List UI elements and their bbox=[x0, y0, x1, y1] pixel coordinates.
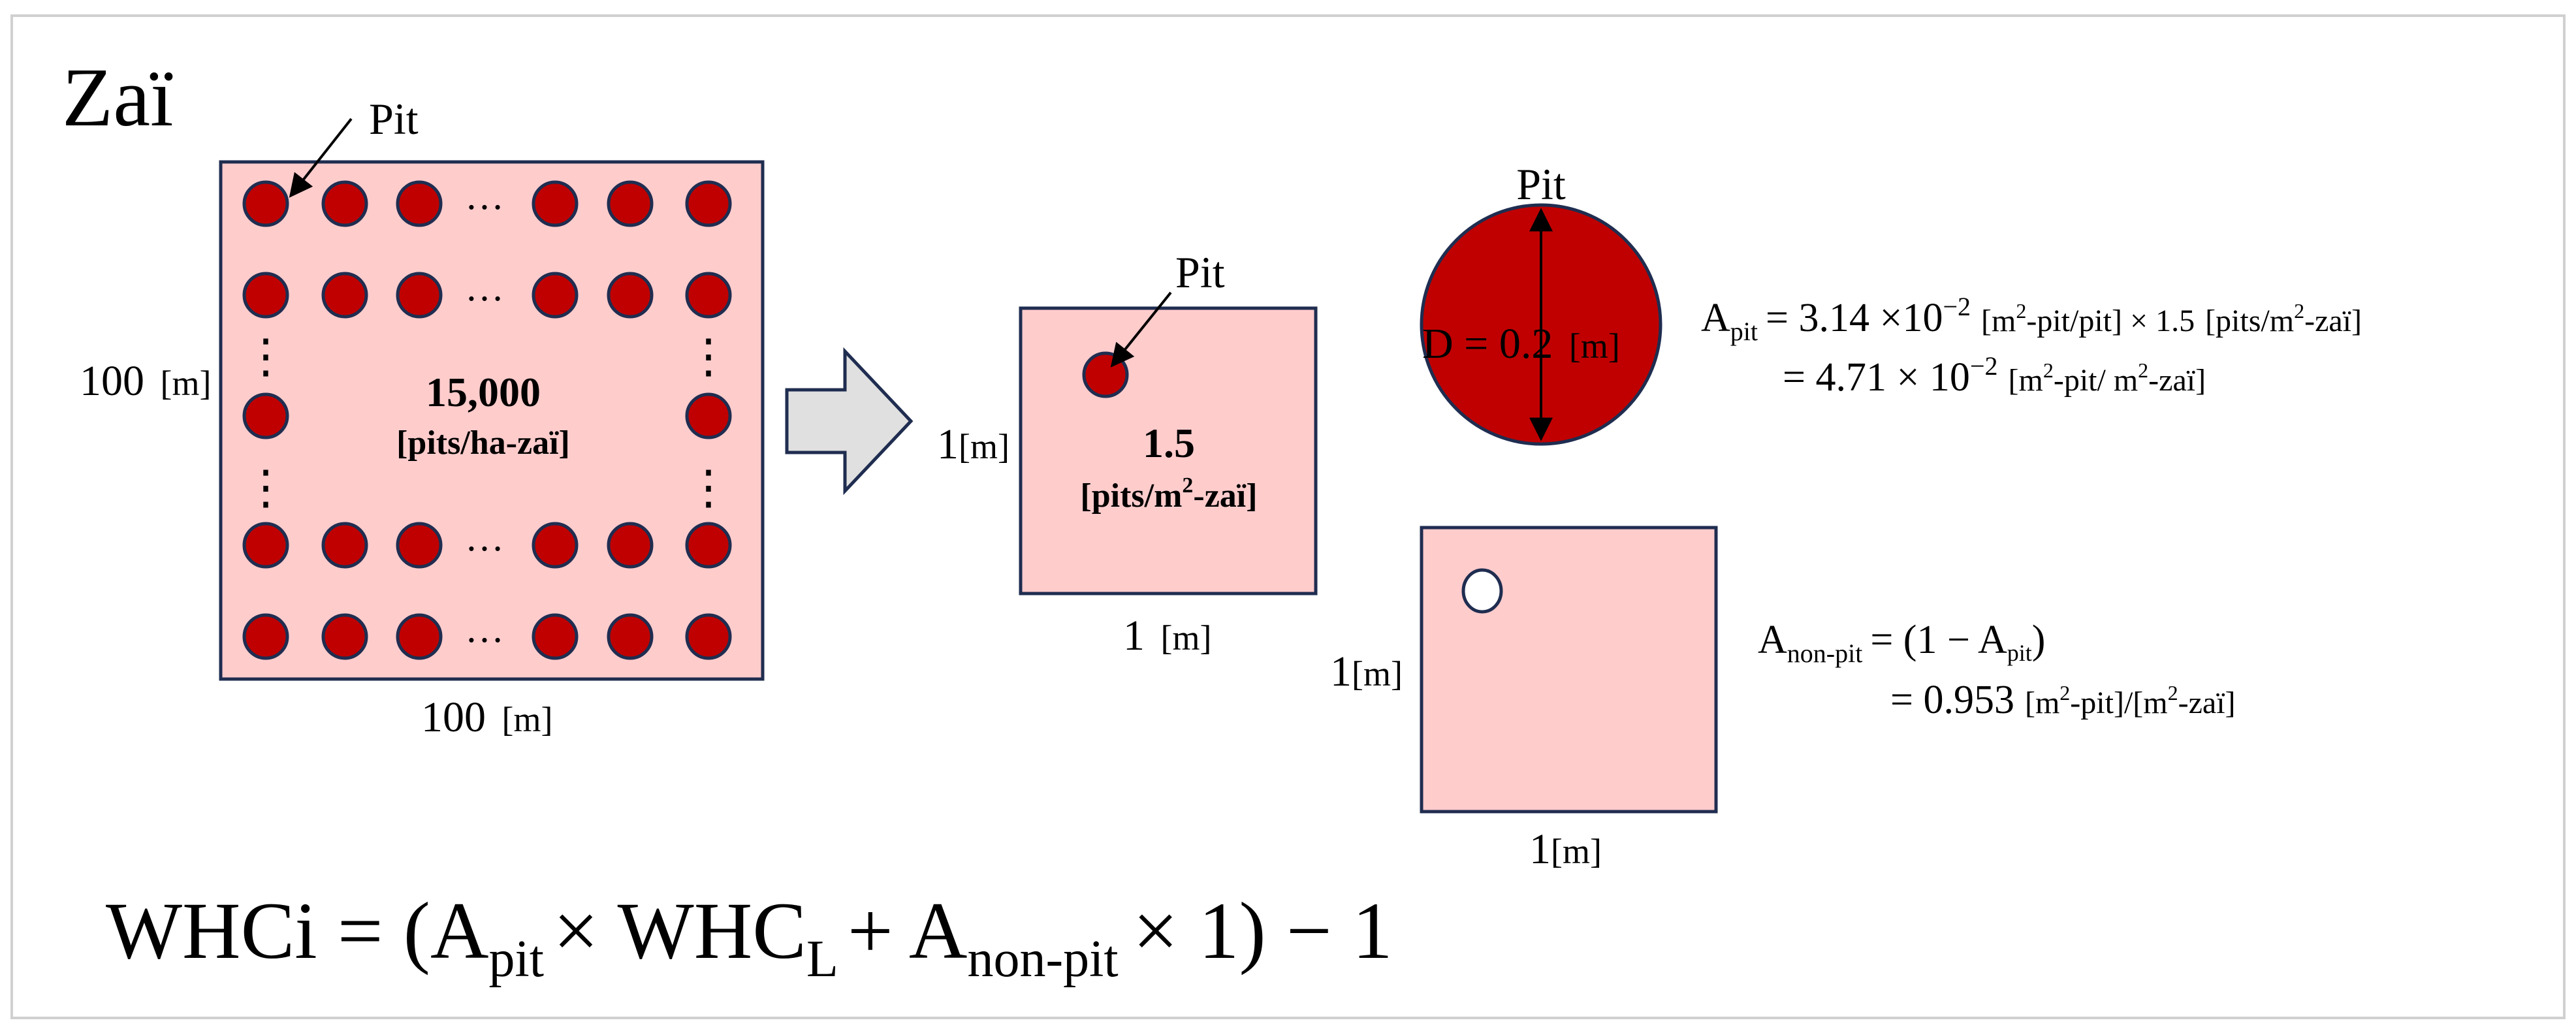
pit-dot bbox=[321, 180, 368, 227]
pit-pointer-arrow-left bbox=[289, 118, 353, 198]
horizontal-ellipsis: … bbox=[465, 266, 504, 309]
pit-detail-label: Pit bbox=[1516, 159, 1566, 209]
pit-dot bbox=[685, 522, 732, 569]
empty-pit-hole bbox=[1461, 568, 1503, 614]
a-pit-equation-line1: Apit= 3.14 ×10−2[m2-pit/pit] × 1.5[pits/… bbox=[1701, 292, 2362, 346]
pit-dot bbox=[321, 272, 368, 319]
middle-height-label: 1[m] bbox=[937, 420, 1010, 468]
a-pit-equation-line2: = 4.71 × 10−2[m2-pit/ m2-zaï] bbox=[1783, 351, 2206, 400]
whci-formula: WHCi = (Apit× WHCL+ Anon-pit× 1) − 1 bbox=[106, 886, 1393, 988]
pit-label-left: Pit bbox=[369, 94, 419, 144]
a-non-pit-equation-line1: Anon-pit= (1 − Apit) bbox=[1758, 618, 2045, 668]
pit-dot bbox=[607, 180, 654, 227]
left-height-label: 100 [m] bbox=[80, 357, 211, 405]
vertical-ellipsis: ⋮ bbox=[242, 462, 289, 514]
pit-dot bbox=[321, 613, 368, 660]
pit-dot bbox=[396, 180, 443, 227]
middle-width-label: 1 [m] bbox=[1123, 612, 1211, 659]
middle-density-value: 1.5 bbox=[1143, 420, 1195, 466]
pit-dot bbox=[396, 522, 443, 569]
diagram-title: Zaï bbox=[62, 51, 174, 144]
pit-dot bbox=[532, 613, 579, 660]
non-pit-height-label: 1[m] bbox=[1330, 648, 1403, 695]
horizontal-ellipsis: … bbox=[465, 174, 504, 217]
pit-dot bbox=[242, 392, 289, 439]
horizontal-ellipsis: … bbox=[465, 516, 504, 559]
pit-dot bbox=[396, 613, 443, 660]
left-density-value: 15,000 bbox=[426, 369, 541, 415]
pit-grid bbox=[242, 180, 732, 660]
vertical-ellipsis: ⋮ bbox=[685, 462, 732, 514]
pit-dot bbox=[532, 272, 579, 319]
middle-density-unit: [pits/m2-zaï] bbox=[1080, 473, 1257, 515]
pit-dot bbox=[532, 522, 579, 569]
pit-dot bbox=[532, 180, 579, 227]
pit-label-middle: Pit bbox=[1175, 247, 1225, 297]
single-pit bbox=[1082, 351, 1129, 398]
pit-dot bbox=[242, 613, 289, 660]
vertical-ellipsis: ⋮ bbox=[685, 330, 732, 383]
vertical-ellipses: ⋮ ⋮ ⋮ ⋮ bbox=[242, 330, 732, 514]
scale-down-arrow bbox=[785, 347, 914, 496]
pit-pointer-arrow-middle bbox=[1110, 291, 1172, 368]
pit-dot bbox=[685, 392, 732, 439]
pit-dot bbox=[242, 180, 289, 227]
pit-dot bbox=[685, 613, 732, 660]
non-pit-square bbox=[1420, 526, 1718, 814]
non-pit-width-label: 1[m] bbox=[1529, 825, 1602, 873]
a-non-pit-equation-line2: = 0.953[m2-pit]/[m2-zaï] bbox=[1890, 678, 2236, 722]
field-hectare-square bbox=[219, 160, 765, 681]
left-density-unit: [pits/ha-zaï] bbox=[396, 424, 570, 462]
horizontal-ellipsis: … bbox=[465, 607, 504, 650]
square-meter-zai bbox=[1019, 306, 1318, 595]
left-width-label: 100 [m] bbox=[421, 693, 552, 741]
pit-dot bbox=[685, 180, 732, 227]
pit-dot bbox=[321, 522, 368, 569]
pit-dot bbox=[396, 272, 443, 319]
pit-dot bbox=[242, 522, 289, 569]
vertical-ellipsis: ⋮ bbox=[242, 330, 289, 383]
pit-dot bbox=[685, 272, 732, 319]
diameter-label: D = 0.2 [m] bbox=[1422, 320, 1620, 368]
pit-dot bbox=[607, 522, 654, 569]
pit-dot bbox=[242, 272, 289, 319]
pit-dot bbox=[607, 272, 654, 319]
horizontal-ellipses: … … … … bbox=[465, 174, 504, 650]
pit-dot bbox=[607, 613, 654, 660]
